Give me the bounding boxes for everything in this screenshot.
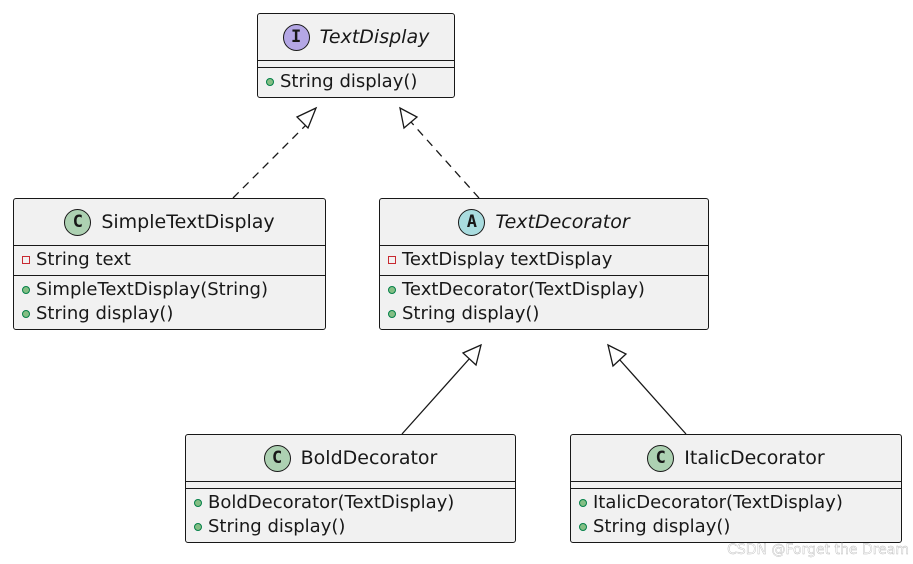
method-item: BoldDecorator(TextDisplay) [194,491,515,515]
methods-section: ItalicDecorator(TextDisplay) String disp… [571,488,901,542]
attributes-section [571,481,901,488]
attribute-item: String text [22,248,325,272]
private-visibility-icon [388,256,396,264]
class-box-textdecorator[interactable]: A TextDecorator TextDisplay textDisplay … [379,198,709,330]
methods-section: BoldDecorator(TextDisplay) String displa… [186,488,515,542]
method-item: ItalicDecorator(TextDisplay) [579,491,901,515]
class-badge-icon: C [647,444,675,472]
class-box-bolddecorator[interactable]: C BoldDecorator BoldDecorator(TextDispla… [185,434,516,543]
public-visibility-icon [22,310,30,318]
class-name: TextDecorator [495,211,630,233]
class-header: C ItalicDecorator [571,435,901,481]
public-visibility-icon [194,523,202,531]
watermark: CSDN @Forget the Dream [727,542,909,558]
private-visibility-icon [22,256,30,264]
class-header: C BoldDecorator [186,435,515,481]
class-box-simpletextdisplay[interactable]: C SimpleTextDisplay String text SimpleTe… [13,198,326,330]
class-name: SimpleTextDisplay [101,211,275,233]
attribute-item: TextDisplay textDisplay [388,248,708,272]
realization-arrowhead [399,106,419,130]
method-item: String display() [22,302,325,326]
realization-arrowhead [295,106,318,130]
class-header: A TextDecorator [380,199,708,245]
edge-bolddecorator-textdecorator [401,357,471,435]
method-item: TextDecorator(TextDisplay) [388,278,708,302]
public-visibility-icon [388,310,396,318]
method-item: String display() [388,302,708,326]
methods-section: String display() [258,67,454,97]
attributes-section [186,481,515,488]
class-header: C SimpleTextDisplay [14,199,325,245]
edge-simpletextdisplay-textdisplay [232,122,309,199]
attributes-section: TextDisplay textDisplay [380,245,708,275]
class-header: I TextDisplay [258,14,454,60]
public-visibility-icon [194,499,202,507]
method-item: String display() [194,515,515,539]
public-visibility-icon [22,286,30,294]
class-name: TextDisplay [319,26,430,48]
abstract-badge-icon: A [458,208,486,236]
attributes-section [258,60,454,67]
class-box-italicdecorator[interactable]: C ItalicDecorator ItalicDecorator(TextDi… [570,434,902,543]
public-visibility-icon [579,523,587,531]
method-item: SimpleTextDisplay(String) [22,278,325,302]
public-visibility-icon [388,286,396,294]
generalization-arrowhead [607,343,628,368]
methods-section: SimpleTextDisplay(String) String display… [14,275,325,329]
public-visibility-icon [579,499,587,507]
methods-section: TextDecorator(TextDisplay) String displa… [380,275,708,329]
interface-badge-icon: I [282,23,310,51]
class-badge-icon: C [64,208,92,236]
edge-textdecorator-textdisplay [410,121,480,199]
class-badge-icon: C [263,444,291,472]
method-item: String display() [266,70,454,94]
class-box-textdisplay[interactable]: I TextDisplay String display() [257,13,455,98]
method-item: String display() [579,515,901,539]
class-name: ItalicDecorator [684,447,825,469]
public-visibility-icon [266,78,274,86]
attributes-section: String text [14,245,325,275]
edge-italicdecorator-textdecorator [618,358,687,435]
generalization-arrowhead [461,343,482,367]
class-name: BoldDecorator [300,447,438,469]
